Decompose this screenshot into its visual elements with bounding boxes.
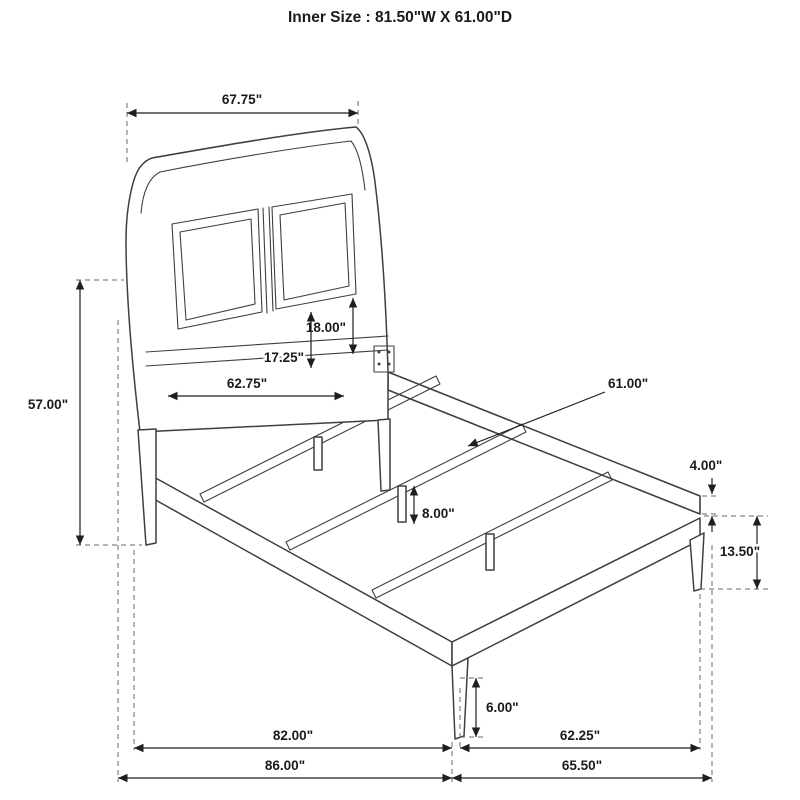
dim-panel-inner-height: 17.25" [261,312,316,368]
headboard-face [125,126,389,433]
dim-footboard-inner-width: 62.25" [460,726,700,753]
headboard-bottom-rail [145,335,389,367]
headboard-left-leg [137,428,157,546]
dim-label-headboard-width: 62.75" [227,376,267,391]
dim-label-overall-length: 86.00" [265,758,305,773]
dim-inner-length: 82.00" [134,726,452,753]
dim-label-panel-height: 18.00" [306,320,346,335]
headboard-panel-right [271,193,357,310]
right-leg [689,532,705,592]
dim-headboard-height: 57.00" [25,279,142,546]
headboard-roll-left [140,171,161,214]
headboard-panel-left-inner [179,218,256,321]
dim-label-center-leg-height: 8.00" [422,506,455,521]
dim-label-front-leg-height: 6.00" [486,700,519,715]
center-leg-2 [397,485,407,523]
dim-inner-depth: 61.00" [467,374,651,447]
dim-top-width: 67.75" [126,90,359,162]
dim-front-leg-height: 6.00" [460,677,521,738]
dim-rail-thickness: 4.00" [687,456,725,532]
dim-footboard-height: 13.50" [700,515,768,590]
headboard-panel-left [171,208,263,330]
headboard-roll-right [350,140,366,191]
slat-3 [371,471,613,599]
dim-label-headboard-height: 57.00" [28,397,68,412]
headboard-panel-right-inner [279,202,350,301]
dim-label-overall-width: 65.50" [562,758,602,773]
bed-drawing [125,126,705,740]
page-title: Inner Size : 81.50"W X 61.00"D [288,9,512,26]
headboard-right-leg [377,418,391,492]
bottom-extension-lines [117,320,713,782]
rail-bracket [373,345,395,373]
dim-label-inner-length: 82.00" [273,728,313,743]
dim-headboard-width: 62.75" [168,374,344,401]
dim-label-footboard-inner-width: 62.25" [560,728,600,743]
dim-label-top-width: 67.75" [222,92,262,107]
dimension-annotations: 67.75" 57.00" 18.00" 17.25" 62.75" 61.00… [25,90,768,783]
dim-label-rail-thickness: 4.00" [690,458,723,473]
dim-center-leg-height: 8.00" [409,486,457,524]
headboard-center-stile [262,206,274,314]
center-leg-3 [485,533,495,571]
dim-label-panel-inner-height: 17.25" [264,350,304,365]
dim-overall-width: 65.50" [452,756,712,783]
dim-label-footboard-height: 13.50" [720,544,760,559]
near-side-rail [151,475,453,667]
dim-overall-length: 86.00" [118,756,452,783]
dim-label-inner-depth: 61.00" [608,376,648,391]
headboard-roll-line [159,140,352,173]
far-side-rail [387,371,701,515]
center-leg-1 [313,436,323,471]
slat-2 [285,423,527,551]
